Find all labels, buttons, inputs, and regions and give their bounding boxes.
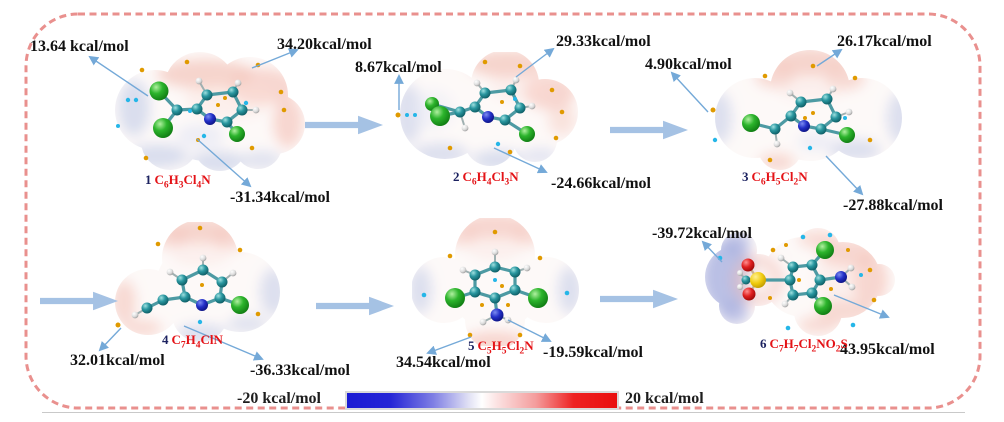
annotation-mol2-max1: 8.67kcal/mol bbox=[355, 59, 442, 76]
annotation-mol1-max2: 34.20kcal/mol bbox=[277, 36, 372, 53]
molecule-2-formula: C6H4Cl3N bbox=[462, 169, 519, 188]
annotation-mol1-min: -31.34kcal/mol bbox=[230, 189, 330, 206]
molecule-2-esp-surface bbox=[395, 52, 578, 166]
colorbar-max-label: 20 kcal/mol bbox=[625, 390, 704, 407]
molecule-4-number: 4 bbox=[162, 332, 169, 347]
molecule-1-number: 1 bbox=[145, 172, 152, 187]
annotation-mol5-max: 34.54kcal/mol bbox=[396, 354, 491, 371]
molecule-5-esp-surface bbox=[412, 218, 579, 346]
molecule-6-number: 6 bbox=[760, 336, 767, 351]
colorbar bbox=[345, 391, 619, 410]
annotation-mol2-max2: 29.33kcal/mol bbox=[556, 33, 651, 50]
molecule-4-esp-surface bbox=[115, 222, 280, 342]
annotation-mol6-min: -39.72kcal/mol bbox=[652, 225, 752, 242]
annotation-mol4-min: -36.33kcal/mol bbox=[250, 362, 350, 379]
molecule-5-formula: C5H5Cl2N bbox=[477, 338, 534, 357]
annotation-mol1-max1: 13.64 kcal/mol bbox=[30, 38, 129, 55]
molecule-3-number: 3 bbox=[742, 169, 749, 184]
molecule-5-number: 5 bbox=[468, 338, 475, 353]
molecule-1-formula: C6H3Cl4N bbox=[154, 172, 211, 191]
colorbar-min-label: -20 kcal/mol bbox=[237, 390, 321, 407]
annotation-mol3-max1: 4.90kcal/mol bbox=[645, 56, 732, 73]
annotation-mol3-max2: 26.17kcal/mol bbox=[837, 33, 932, 50]
molecule-6-formula: C7H7Cl2NO2S bbox=[769, 336, 848, 355]
molecule-3-formula: C6H5Cl2N bbox=[751, 169, 808, 188]
molecule-6-esp-surface bbox=[705, 228, 895, 336]
molecule-3-esp-surface bbox=[710, 50, 902, 170]
molecule-1-extrema-dots bbox=[116, 59, 287, 161]
annotation-mol5-min: -19.59kcal/mol bbox=[543, 344, 643, 361]
annotation-mol6-max: 43.95kcal/mol bbox=[840, 341, 935, 358]
molecule-1-esp-surface bbox=[115, 52, 305, 171]
annotation-mol2-min: -24.66kcal/mol bbox=[551, 175, 651, 192]
annotation-mol4-max: 32.01kcal/mol bbox=[70, 352, 165, 369]
bottom-rule bbox=[42, 412, 965, 413]
molecule-4-formula: C7H4ClN bbox=[171, 332, 223, 351]
molecule-1-atoms bbox=[149, 77, 260, 142]
annotation-mol3-min: -27.88kcal/mol bbox=[843, 197, 943, 214]
molecule-2-number: 2 bbox=[453, 169, 460, 184]
